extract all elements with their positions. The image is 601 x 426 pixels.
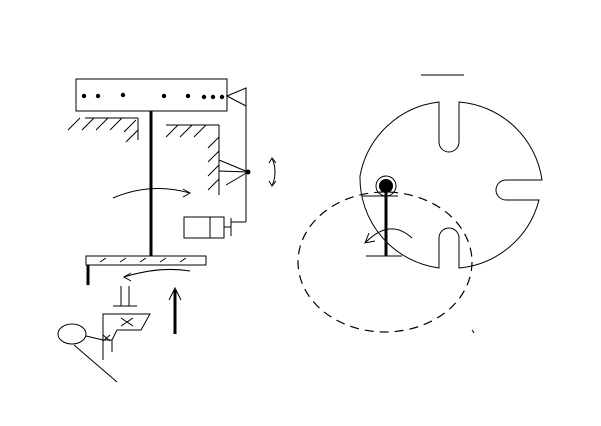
bottom-disc — [85, 255, 207, 285]
ground-hatching-right — [165, 124, 220, 195]
gear-box — [102, 286, 151, 360]
oscillation-arrow — [268, 157, 277, 187]
pivot-bracket — [218, 87, 251, 223]
rotation-arrow-lower — [122, 268, 191, 282]
dashed-circle — [297, 191, 473, 333]
ground-hatching-left — [67, 117, 139, 143]
feed-arrow — [168, 286, 182, 334]
rail-bar — [75, 78, 228, 112]
cylinder-actuator — [183, 216, 232, 239]
slotted-disc — [359, 101, 543, 269]
pin-lever — [362, 175, 402, 257]
small-tick — [471, 329, 475, 334]
rotation-arrow-upper — [112, 188, 192, 199]
rotation-arrow-right — [364, 228, 413, 244]
cam-roller — [57, 323, 118, 383]
